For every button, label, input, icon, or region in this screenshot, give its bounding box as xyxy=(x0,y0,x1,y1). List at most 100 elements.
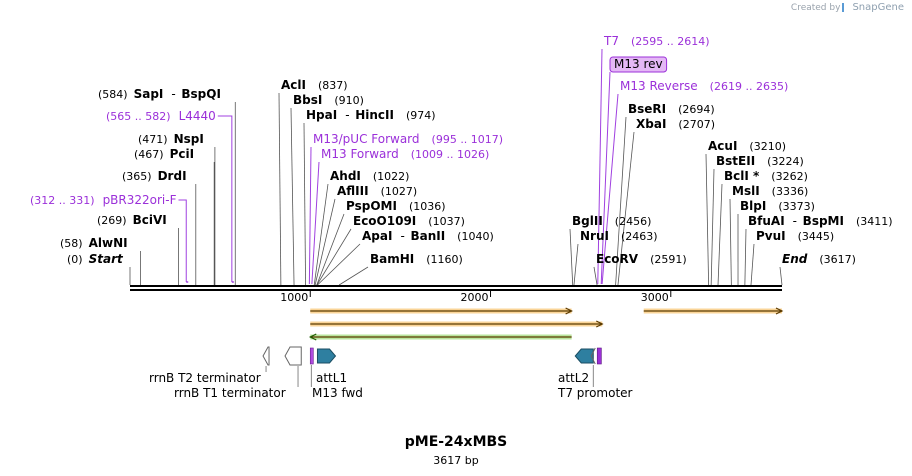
site-leader-line xyxy=(717,183,723,286)
site-position: (2456) xyxy=(615,215,652,228)
site-leader-line xyxy=(313,183,329,286)
orf-arrowhead xyxy=(565,307,573,315)
site-position: (3373) xyxy=(778,200,815,213)
feature-attl2: attL2 xyxy=(558,348,594,385)
primer-range: (312 .. 331) xyxy=(30,194,95,207)
primer-range: (2619 .. 2635) xyxy=(710,80,789,93)
site-leader-line xyxy=(278,92,282,286)
primer-highlight-box xyxy=(609,56,668,73)
promoter-shape xyxy=(596,347,602,365)
site-leader-line xyxy=(705,153,710,286)
primer-name: pBR322ori-F xyxy=(103,193,177,207)
site-position: (1037) xyxy=(428,215,465,228)
site-name: AhdI xyxy=(330,169,361,183)
primer-range: (2595 .. 2614) xyxy=(631,35,710,48)
site-name: BbsI xyxy=(293,93,322,107)
site-separator: - xyxy=(345,108,349,122)
site-leader-line xyxy=(316,228,352,286)
restriction-site-ahdi: AhdI (1022) xyxy=(330,169,409,183)
site-name: AlwNI xyxy=(89,236,128,250)
site-name: NruI xyxy=(580,229,609,243)
orf-arrowhead xyxy=(775,307,784,315)
primer-range: (995 .. 1017) xyxy=(432,133,504,146)
site-position: (3210) xyxy=(749,140,786,153)
site-name: AcuI xyxy=(708,139,737,153)
restriction-site-ecorv: EcoRV(2591) xyxy=(596,252,687,266)
site-leader-line xyxy=(615,116,627,286)
site-leader-line xyxy=(729,198,732,286)
snapgene-credit: Created by SnapGene xyxy=(791,2,904,13)
restriction-site-bseri: BseRI(2694) xyxy=(628,102,715,116)
site-leader-line xyxy=(710,168,715,286)
primer-m13rev: M13 rev xyxy=(609,56,668,73)
tick-label: 2000 xyxy=(461,291,489,304)
plasmid-size: 3617 bp xyxy=(433,454,479,467)
site-name: NspI xyxy=(174,132,204,146)
credit-brand: SnapGene xyxy=(852,2,904,13)
primer-name: L4440 xyxy=(179,109,216,123)
site-position: (1022) xyxy=(373,170,410,183)
primer-leader-line xyxy=(311,161,320,285)
attl-shape xyxy=(316,348,337,364)
primer-range: (1009 .. 1026) xyxy=(411,148,490,161)
orf-arrow-orf3 xyxy=(308,333,572,341)
restriction-site-bbsi: BbsI(910) xyxy=(293,93,364,107)
primer-leader-line xyxy=(217,115,233,282)
feature-label: M13 fwd xyxy=(312,386,363,400)
primer-name: M13 Forward xyxy=(321,147,399,161)
feature-rrnb-t1: rrnB T1 terminator xyxy=(174,346,302,400)
site-name: BstEII xyxy=(716,154,755,168)
site-position: (2707) xyxy=(678,118,715,131)
site-name-2: HincII xyxy=(355,108,394,122)
site-position: (365) xyxy=(122,170,152,183)
site-name: BseRI xyxy=(628,102,666,116)
site-name: SapI xyxy=(134,87,164,101)
primer-leader-line xyxy=(600,71,611,285)
tick-label: 1000 xyxy=(280,291,308,304)
site-name: Start xyxy=(89,252,124,266)
restriction-site-nrui: NruI(2463) xyxy=(580,229,658,243)
restriction-site-acli: AclI(837) xyxy=(281,78,348,92)
site-name: AclI xyxy=(281,78,306,92)
feature-t7-promoter: T7 promoter xyxy=(557,347,633,400)
restriction-site-msli: MslI(3336) xyxy=(732,184,808,198)
site-name: HpaI xyxy=(306,108,337,122)
site-labels-layer: (0)Start(58)AlwNI(269)BciVI(365)DrdI(467… xyxy=(30,34,893,266)
site-name: ApaI xyxy=(362,229,392,243)
restriction-site-bglii: BglII(2456) xyxy=(572,214,651,228)
site-position: (3445) xyxy=(798,230,835,243)
restriction-site-pvui: PvuI(3445) xyxy=(756,229,834,243)
feature-label: attL2 xyxy=(558,371,589,385)
primer-m13puc: M13/pUC Forward(995 .. 1017) xyxy=(313,132,503,146)
restriction-site-acui: AcuI (3210) xyxy=(708,139,786,153)
restriction-site-bamhi: BamHI(1160) xyxy=(370,252,463,266)
site-leader-line xyxy=(569,228,574,286)
site-name-2: BspQI xyxy=(181,87,221,101)
attl-shape xyxy=(574,348,594,364)
site-name: XbaI xyxy=(636,117,666,131)
restriction-site-hpai: HpaI-HincII(974) xyxy=(306,108,436,122)
site-name: PspOMI xyxy=(346,199,397,213)
promoter-arrow xyxy=(590,347,596,365)
plasmid-name: pME-24xMBS xyxy=(404,434,508,450)
site-position: (467) xyxy=(134,148,164,161)
site-position: (1040) xyxy=(457,230,494,243)
primer-range: (565 .. 582) xyxy=(106,110,171,123)
terminator-shape xyxy=(284,346,302,366)
site-separator: - xyxy=(171,87,175,101)
site-lines-layer xyxy=(129,48,783,286)
site-separator: - xyxy=(400,229,404,243)
site-position: (3617) xyxy=(819,253,856,266)
primer-l4440: (565 .. 582) L4440 xyxy=(106,109,216,123)
site-leader-line xyxy=(744,228,747,286)
feature-label: rrnB T2 terminator xyxy=(149,371,261,385)
orf-layer xyxy=(308,307,784,341)
site-position: (3224) xyxy=(767,155,804,168)
credit-prefix: Created by xyxy=(790,2,841,13)
site-name-2: BspMI xyxy=(803,214,844,228)
site-position: (269) xyxy=(97,214,127,227)
restriction-site-bfuai: BfuAI-BspMI(3411) xyxy=(748,214,893,228)
